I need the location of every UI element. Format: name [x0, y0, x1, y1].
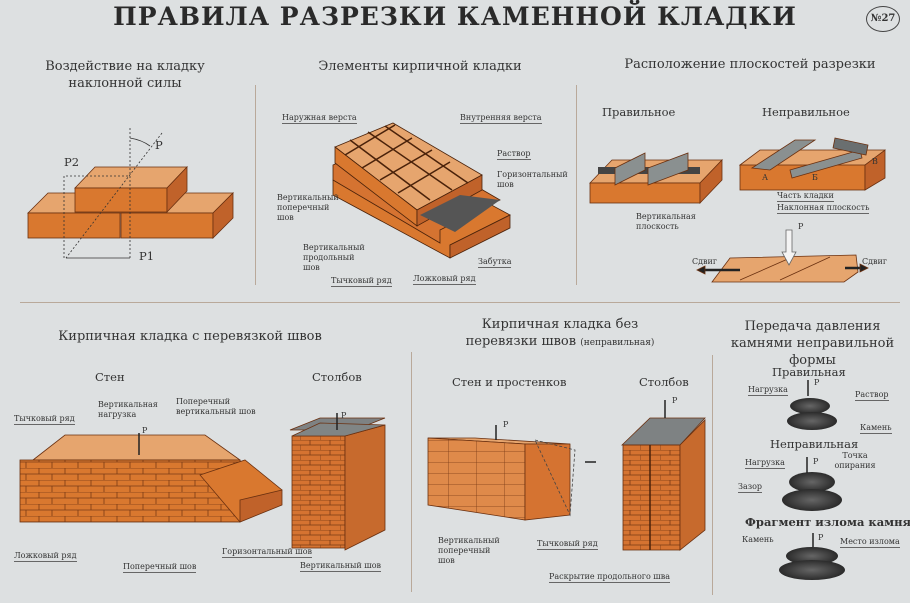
label-stretcher-row: Ложковый ряд: [14, 551, 77, 562]
divider: [20, 302, 900, 303]
planes-correct-label: Правильное: [602, 105, 676, 119]
label-outer-course: Наружная верста: [282, 113, 357, 124]
label-header-row: Тычковый ряд: [14, 414, 75, 425]
label-shift-left: Сдвиг: [692, 257, 718, 266]
bonded-title: Кирпичная кладка с перевязкой швов: [58, 329, 322, 344]
label-horizontal-joint: Горизонтальный шов: [222, 547, 313, 558]
label-a: А: [762, 173, 769, 182]
divider: [712, 355, 713, 595]
label-inner-course: Внутренняя верста: [460, 113, 542, 124]
label-vertical-cross-joint: Вертикальный поперечный шов: [438, 536, 500, 565]
cutting-planes-diagram: [589, 137, 886, 283]
label-load: Нагрузка: [745, 458, 785, 469]
title-line: наклонной силы: [68, 76, 182, 91]
divider: [255, 85, 256, 285]
label-vertical-plane: Вертикальная плоскость: [636, 212, 696, 231]
inclined-force-title: Воздействие на кладку наклонной силы: [20, 58, 230, 92]
stones-title: Передача давления камнями неправильной фор…: [720, 318, 905, 369]
masonry-elements-diagram: [332, 122, 511, 259]
title-note: (неправильная): [580, 338, 655, 348]
label-inclined-plane: Наклонная плоскость: [777, 203, 870, 214]
title-line: перевязки швов: [465, 334, 577, 349]
force-p2-label: P2: [64, 155, 80, 169]
label-column-force-p: P: [341, 411, 347, 420]
force-p1-label: P1: [139, 249, 155, 263]
stones-correct-label: Правильная: [772, 365, 846, 379]
label-force-p: P: [818, 533, 824, 542]
unbonded-title: Кирпичная кладка без перевязки швов (непр…: [430, 316, 690, 352]
label-vertical-cross-joint: Вертикальный поперечный шов: [277, 193, 339, 222]
inclined-force-diagram: [27, 128, 234, 259]
title-line: Передача давления: [744, 319, 881, 334]
label-break-place: Место излома: [840, 537, 900, 548]
label-infill: Забутка: [478, 257, 512, 268]
bonded-masonry-diagram: [19, 413, 386, 551]
label-stone: Камень: [742, 535, 774, 544]
label-joint-opening: Раскрытие продольного шва: [549, 572, 671, 583]
force-p-label: P: [155, 138, 163, 152]
divider: [411, 352, 412, 592]
label-vertical-load: Вертикальная нагрузка: [98, 400, 158, 419]
title-line: Кирпичная кладка без: [481, 317, 639, 332]
unbonded-columns-label: Столбов: [639, 375, 689, 389]
label-header-row: Тычковый ряд: [537, 539, 598, 550]
planes-title: Расположение плоскостей разрезки: [624, 57, 876, 72]
label-vertical-longitudinal-joint: Вертикальный продольный шов: [303, 243, 365, 272]
label-part-of-masonry: Часть кладки: [777, 191, 834, 202]
unbonded-masonry-diagram: [427, 400, 706, 551]
stones-incorrect-label: Неправильная: [770, 437, 859, 451]
bonded-columns-label: Столбов: [312, 370, 362, 384]
label-horizontal-joint: Горизонтальный шов: [497, 170, 568, 189]
label-stone: Камень: [860, 423, 892, 434]
bonded-walls-label: Стен: [95, 370, 125, 384]
label-stretcher-row: Ложковый ряд: [413, 274, 476, 285]
stones-fragment-label: Фрагмент излома камня: [745, 515, 910, 529]
label-cross-vertical-joint: Поперечный вертикальный шов: [176, 397, 256, 416]
unbonded-walls-label: Стен и простенков: [452, 375, 567, 389]
title-line: формы: [789, 353, 836, 368]
label-mortar: Раствор: [497, 149, 531, 160]
label-header-row: Тычковый ряд: [331, 276, 392, 287]
label-b: Б: [812, 173, 818, 182]
label-cross-joint: Поперечный шов: [123, 562, 197, 573]
label-v: В: [872, 157, 878, 166]
label-force-p: P: [814, 378, 820, 387]
label-force-p: P: [503, 420, 509, 429]
label-mortar: Раствор: [855, 390, 889, 401]
label-force-p: P: [798, 222, 804, 231]
elements-title: Элементы кирпичной кладки: [318, 59, 522, 74]
label-support-point: Точка опирания: [834, 451, 876, 470]
divider: [576, 85, 577, 285]
title-line: камнями неправильной: [730, 336, 895, 351]
label-force-p: P: [142, 426, 148, 435]
label-load: Нагрузка: [748, 385, 788, 396]
label-column-force-p: P: [672, 396, 678, 405]
label-shift-right: Сдвиг: [862, 257, 888, 266]
page-title: ПРАВИЛА РАЗРЕЗКИ КАМЕННОЙ КЛАДКИ: [113, 2, 797, 31]
label-force-p: P: [813, 457, 819, 466]
irregular-stones-diagram: [779, 380, 845, 580]
label-vertical-joint: Вертикальный шов: [300, 561, 382, 572]
label-gap: Зазор: [738, 482, 763, 493]
planes-incorrect-label: Неправильное: [762, 105, 850, 119]
title-line: Воздействие на кладку: [45, 59, 205, 74]
poster-number-badge: №27: [866, 6, 900, 32]
